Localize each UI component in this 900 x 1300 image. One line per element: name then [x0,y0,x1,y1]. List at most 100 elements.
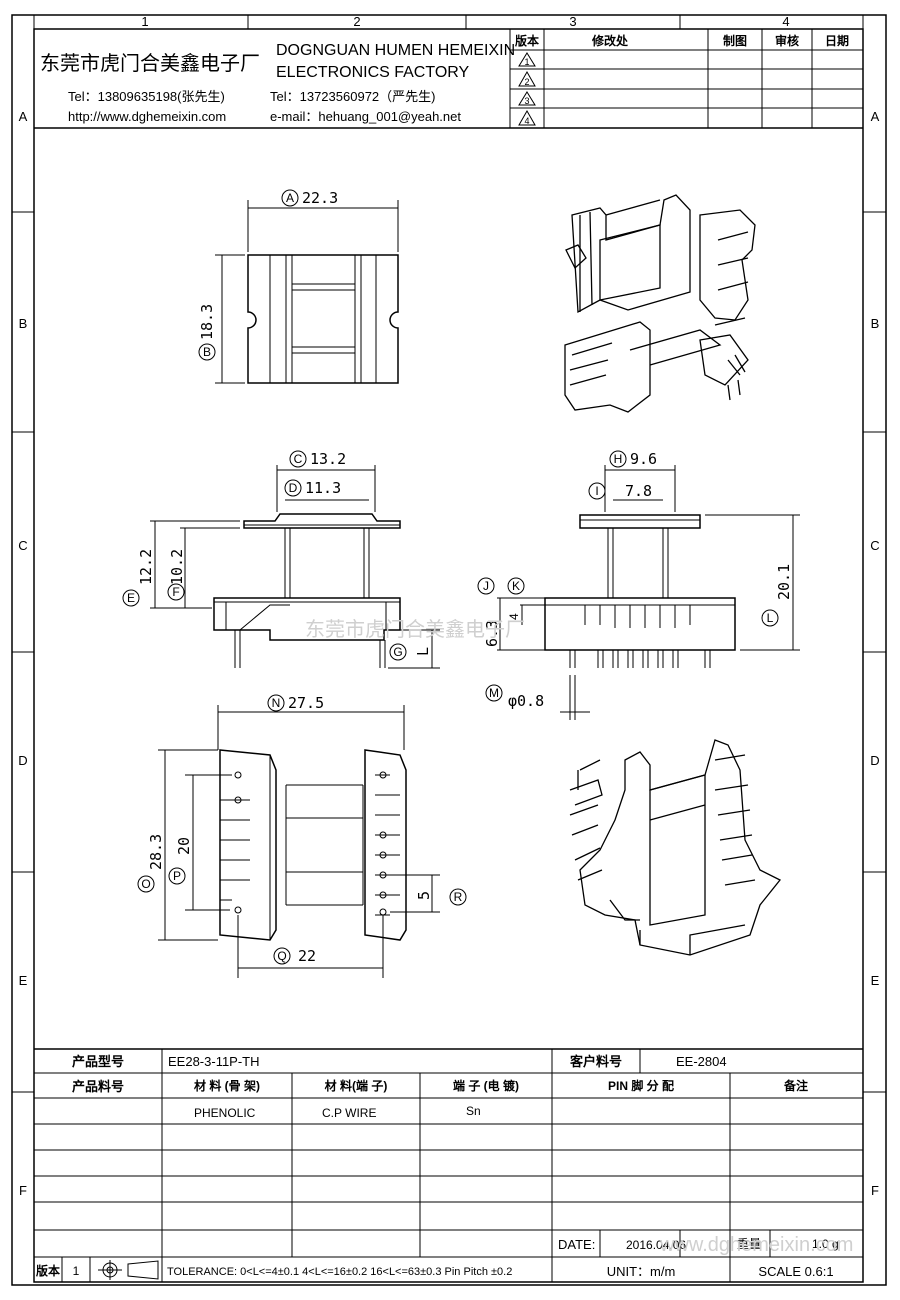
row-label-a-left: A [19,109,28,124]
front-view [150,465,440,669]
column-label-1: 1 [141,14,148,29]
rev-1: 1 [524,57,529,67]
column-label-2: 2 [353,14,360,29]
sheet-frame [11,14,887,1286]
rev-header-change: 修改处 [591,33,629,48]
customer-part: EE-2804 [676,1054,727,1069]
top-view [215,200,399,384]
dim-c-letter: C [294,452,303,466]
dim-q-value: 22 [298,947,316,965]
dim-m-marker [485,684,503,702]
customer-part-label: 客户料号 [570,1054,622,1069]
column-label-4: 4 [782,14,789,29]
dim-o-letter: O [141,877,150,891]
weight: 1.0 g [812,1237,839,1251]
iso-view-top [564,194,756,413]
dim-p-marker [168,867,186,885]
material-pin: C.P WIRE [322,1106,376,1120]
iso-view-bottom [569,739,782,956]
dim-h-marker [609,450,627,468]
product-model-label: 产品型号 [72,1054,124,1069]
company-name-en-line1: DOGNGUAN HUMEN HEMEIXIN [276,42,515,59]
watermark-url: www.dghemeixin.com [659,1234,853,1256]
dim-c-value: 13.2 [310,450,346,468]
dim-l-value: 20.1 [775,564,793,600]
row-label-b-right: B [871,316,880,331]
dim-l-marker [761,609,779,627]
rev-4: 4 [524,116,529,126]
website: http://www.dghemeixin.com [68,109,226,124]
dim-r-marker [449,888,467,906]
dim-a-value: 22.3 [302,189,338,207]
rev-header-drawn: 制图 [723,33,747,48]
dim-i-letter: I [595,484,598,498]
dim-l-letter: L [767,611,774,625]
plating-label: 端 子 (电 镀) [453,1078,519,1093]
material-bobbin: PHENOLIC [194,1106,256,1120]
remarks-label: 备注 [783,1078,808,1093]
dim-n-marker [267,694,285,712]
dim-m-letter: M [489,686,499,700]
tel-2: Tel：13723560972（严先生) [270,89,435,104]
revision-table [509,29,863,128]
company-name-en-line2: ELECTRONICS FACTORY [276,64,470,81]
side-view [497,465,800,720]
dim-i-marker [588,482,606,500]
plating: Sn [466,1104,481,1118]
dim-o-value: 28.3 [147,834,165,870]
product-model: EE28-3-11P-TH [168,1054,260,1069]
version-label: 版本 [36,1263,60,1278]
dim-f-marker [167,583,185,601]
dim-b-value: 18.3 [198,304,216,340]
rev-header-version: 版本 [515,33,539,48]
title-block-grid [34,1048,863,1282]
row-label-d-right: D [870,753,879,768]
dim-k-marker [507,577,525,595]
dim-d-value: 11.3 [305,479,341,497]
dim-q-marker [273,947,291,965]
dim-d-letter: D [289,481,298,495]
pin-assign-label: PIN 脚 分 配 [608,1078,674,1093]
dim-q-letter: Q [277,949,286,963]
company-name-cn: 东莞市虎门合美鑫电子厂 [40,52,260,75]
tel-1: Tel：13809635198(张先生) [68,89,225,104]
dim-g-value: L [414,647,432,656]
unit-label: UNIT：m/m [607,1264,676,1279]
dim-e-value: 12.2 [137,549,155,585]
dim-p-letter: P [173,869,181,883]
dim-b-letter: B [203,345,211,359]
dim-m-value: φ0.8 [508,692,544,710]
product-part-label: 产品料号 [72,1079,124,1094]
dim-h-value: 9.6 [630,450,657,468]
dim-j-letter: J [483,579,489,593]
date-label: DATE: [558,1237,595,1252]
material-bobbin-label: 材 料 (骨 架) [193,1078,260,1093]
dim-p-value: 20 [175,837,193,855]
dim-b-marker [198,343,216,361]
dim-e-marker [122,589,140,607]
dim-i-value: 7.8 [625,482,652,500]
rev-3: 3 [524,96,529,106]
dim-n-letter: N [272,696,281,710]
dim-a-letter: A [286,191,294,205]
scale-label: SCALE 0.6:1 [758,1264,833,1279]
dim-o-marker [137,875,155,893]
projection-symbol-icon [98,1260,159,1280]
row-label-d-left: D [18,753,27,768]
dim-r-letter: R [454,890,463,904]
row-label-e-left: E [19,973,28,988]
row-label-b-left: B [19,316,28,331]
dim-f-value: 10.2 [168,549,186,585]
material-pin-label: 材 料(端 子) [324,1078,388,1093]
dim-a-marker [281,189,299,207]
dim-r-value: 5 [415,891,433,900]
row-label-c-right: C [870,538,879,553]
dim-h-letter: H [614,452,623,466]
email: e-mail：hehuang_001@yeah.net [270,109,461,124]
column-label-3: 3 [569,14,576,29]
dim-d-marker [284,479,302,497]
dim-g-marker [389,643,407,661]
tolerance: TOLERANCE: 0<L<=4±0.1 4<L<=16±0.2 16<L<=… [167,1266,512,1278]
bottom-view [158,705,440,978]
